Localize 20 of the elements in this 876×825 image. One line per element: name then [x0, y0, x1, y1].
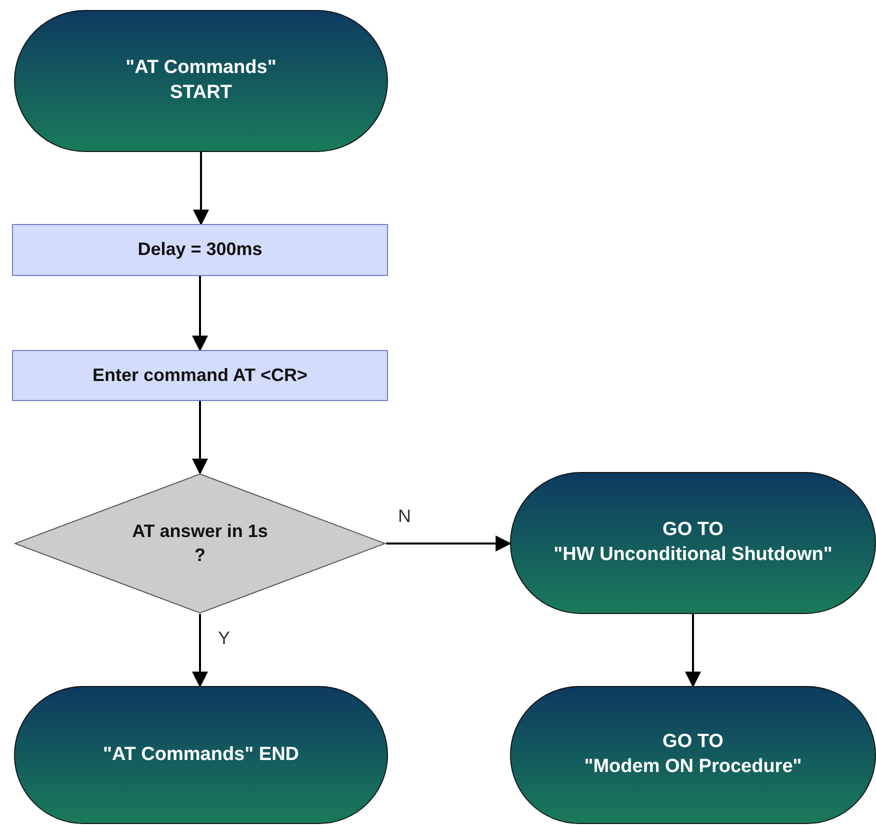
arrow [193, 152, 209, 226]
decision-diamond [14, 473, 386, 614]
node-label: "AT Commands" END [102, 742, 300, 767]
node-label: Enter command AT <CR> [92, 364, 308, 387]
node-label: GO TO [662, 518, 724, 542]
terminal-shape [510, 686, 876, 824]
node-label: "HW Unconditional Shutdown" [554, 543, 832, 567]
arrow [685, 614, 701, 688]
terminal-shape [510, 472, 876, 614]
arrow [192, 401, 208, 475]
process-box [12, 224, 388, 276]
arrow [192, 276, 208, 352]
node-label: GO TO [662, 730, 724, 754]
arrow [192, 614, 208, 688]
node-label: "Modem ON Procedure" [584, 755, 802, 779]
node-label: AT answer in 1s ? [131, 520, 269, 566]
node-label: "AT Commands" START [124, 56, 278, 105]
arrow [386, 536, 512, 552]
process-box [12, 350, 388, 401]
node-label: Delay = 300ms [138, 238, 262, 262]
